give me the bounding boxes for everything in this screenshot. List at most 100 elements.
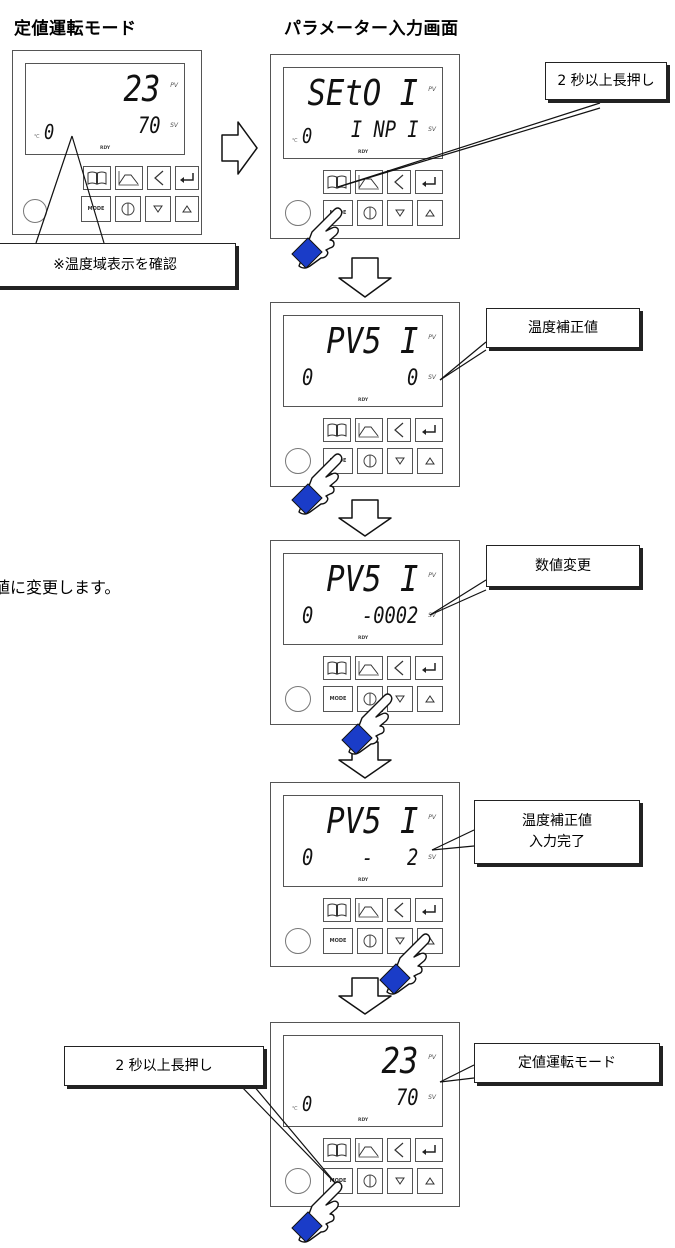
enter-icon — [422, 177, 436, 187]
up-button[interactable] — [175, 196, 199, 222]
mode-button[interactable]: MODE — [323, 686, 353, 712]
graph-icon — [358, 423, 379, 438]
up-triangle-icon — [182, 205, 192, 213]
power-button[interactable] — [357, 448, 383, 474]
book-button[interactable] — [323, 418, 351, 442]
lcd-display: PV5 I PV 0 SV 0 RDY — [283, 315, 443, 407]
left-button[interactable] — [387, 1138, 411, 1162]
down-button[interactable] — [387, 448, 413, 474]
book-button[interactable] — [83, 166, 111, 190]
down-triangle-icon — [395, 1177, 405, 1185]
hand-pointer-icon — [291, 207, 343, 269]
pv-value: PV5 I — [325, 801, 418, 842]
lcd-display: PV5 I PV - 2 SV 0 RDY — [283, 795, 443, 887]
sv-tag: SV — [170, 122, 178, 129]
graph-button[interactable] — [355, 656, 383, 680]
left-chevron-icon — [394, 902, 404, 918]
callout-temp-correction: 温度補正値 — [486, 308, 640, 348]
callout-pointer — [35, 102, 601, 1186]
sv-tag: SV — [428, 612, 436, 619]
left-button[interactable] — [387, 418, 411, 442]
lcd-display: 23 PV 70 SV ℃ 0 RDY — [25, 63, 185, 155]
left-button[interactable] — [147, 166, 171, 190]
knob[interactable] — [285, 686, 311, 712]
up-button[interactable] — [417, 686, 443, 712]
enter-button[interactable] — [415, 170, 443, 194]
up-button[interactable] — [417, 448, 443, 474]
hand-pointer-icon — [379, 933, 431, 995]
controller-value-change: PV5 I PV -0002 SV 0 RDY MODE — [270, 540, 460, 725]
left-button[interactable] — [387, 170, 411, 194]
book-button[interactable] — [323, 656, 351, 680]
power-button[interactable] — [357, 1168, 383, 1194]
graph-button[interactable] — [355, 1138, 383, 1162]
mode-button[interactable]: MODE — [323, 928, 353, 954]
left-button[interactable] — [387, 656, 411, 680]
enter-button[interactable] — [415, 898, 443, 922]
graph-icon — [358, 661, 379, 676]
left-chevron-icon — [394, 174, 404, 190]
zone-value: 0 — [302, 604, 314, 629]
enter-button[interactable] — [415, 656, 443, 680]
power-icon — [121, 202, 135, 216]
sv-value: 70 — [395, 1086, 418, 1111]
up-button[interactable] — [417, 1168, 443, 1194]
power-button[interactable] — [115, 196, 141, 222]
zone-value: 0 — [302, 124, 313, 148]
enter-button[interactable] — [415, 418, 443, 442]
rdy-label: RDY — [100, 146, 111, 151]
enter-button[interactable] — [415, 1138, 443, 1162]
pv-tag: PV — [428, 334, 436, 341]
graph-button[interactable] — [355, 418, 383, 442]
down-button[interactable] — [145, 196, 171, 222]
instruction-text: 値に変更します。 — [0, 578, 121, 597]
book-icon — [87, 171, 107, 185]
down-triangle-icon — [395, 457, 405, 465]
knob[interactable] — [285, 448, 311, 474]
down-arrow-icon — [338, 499, 392, 537]
book-button[interactable] — [323, 1138, 351, 1162]
power-button[interactable] — [357, 928, 383, 954]
sv-value: I NP I — [350, 118, 418, 143]
graph-button[interactable] — [355, 170, 383, 194]
sv-value: 0 — [406, 366, 418, 391]
callout-long-press-return: 2 秒以上長押し — [64, 1046, 264, 1086]
down-triangle-icon — [395, 695, 405, 703]
knob[interactable] — [285, 928, 311, 954]
lcd-display: 23 PV 70 SV ℃ 0 RDY — [283, 1035, 443, 1127]
hand-pointer-icon — [341, 693, 393, 755]
book-icon — [327, 175, 347, 189]
enter-button[interactable] — [175, 166, 199, 190]
graph-button[interactable] — [115, 166, 143, 190]
rdy-label: RDY — [358, 150, 369, 155]
left-chevron-icon — [394, 1142, 404, 1158]
hand-pointer-icon — [291, 1181, 343, 1243]
callout-change-value: 数値変更 — [486, 545, 640, 587]
graph-icon — [358, 903, 379, 918]
up-button[interactable] — [417, 200, 443, 226]
knob[interactable] — [285, 1168, 311, 1194]
sv-value: - 2 — [361, 846, 418, 871]
left-button[interactable] — [387, 898, 411, 922]
knob[interactable] — [23, 199, 47, 223]
callout-confirm-zone: ※温度域表示を確認 — [0, 243, 236, 287]
book-icon — [327, 423, 347, 437]
down-button[interactable] — [387, 1168, 413, 1194]
book-button[interactable] — [323, 170, 351, 194]
left-chevron-icon — [154, 170, 164, 186]
knob[interactable] — [285, 200, 311, 226]
enter-icon — [422, 1145, 436, 1155]
power-icon — [363, 934, 377, 948]
zone-value: 0 — [302, 846, 314, 871]
sv-value: -0002 — [361, 604, 418, 629]
down-button[interactable] — [387, 200, 413, 226]
sv-tag: SV — [428, 374, 436, 381]
graph-button[interactable] — [355, 898, 383, 922]
down-triangle-icon — [153, 205, 163, 213]
pv-tag: PV — [170, 82, 178, 89]
enter-icon — [422, 425, 436, 435]
book-button[interactable] — [323, 898, 351, 922]
power-button[interactable] — [357, 200, 383, 226]
up-triangle-icon — [425, 209, 435, 217]
